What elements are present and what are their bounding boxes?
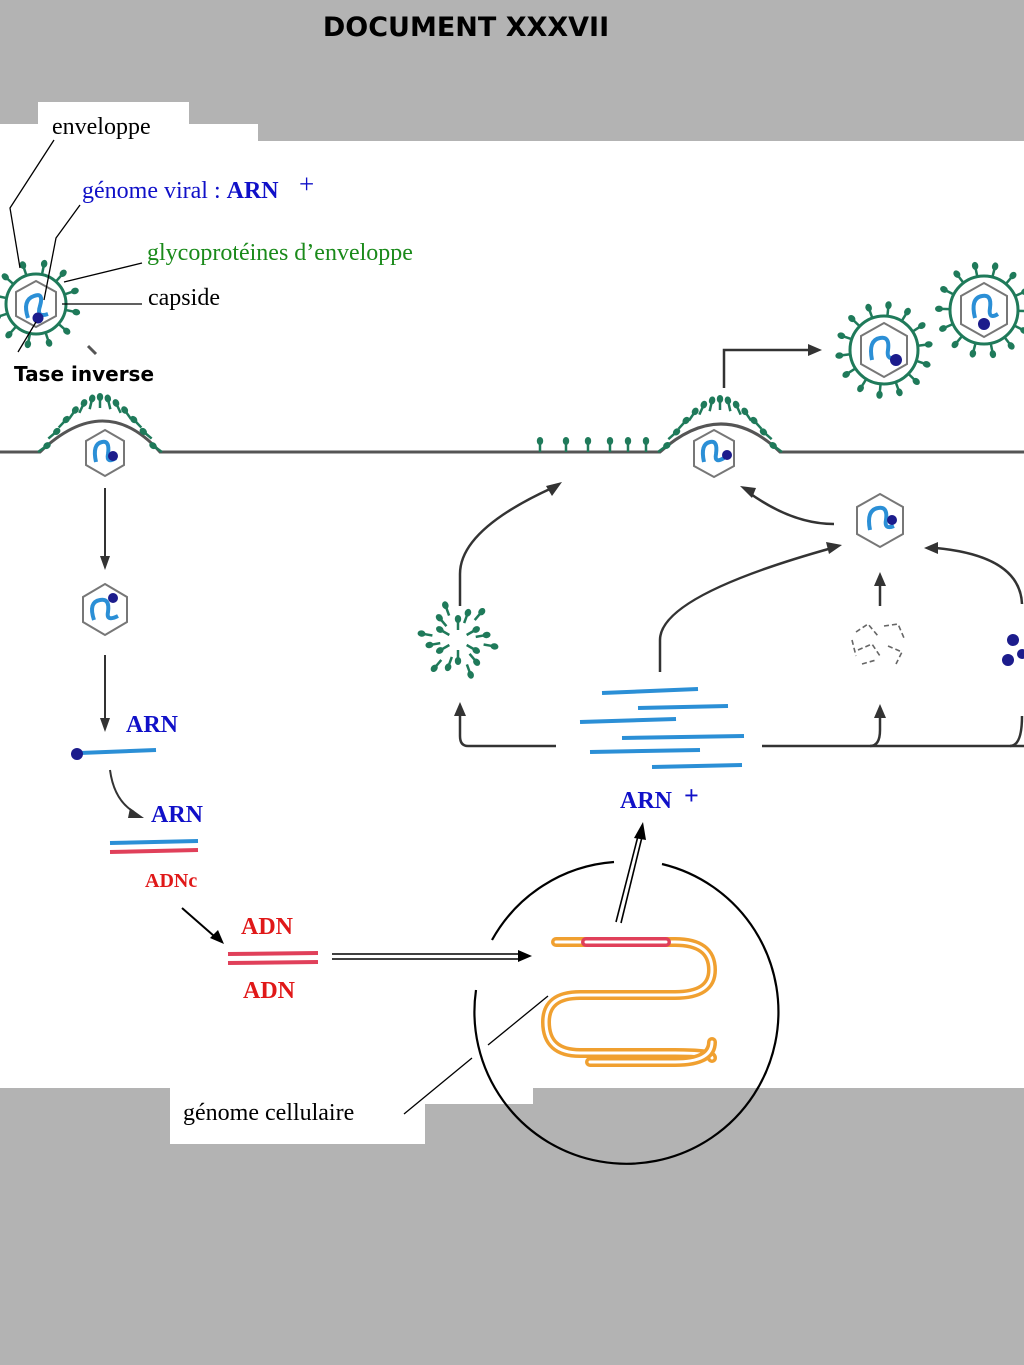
budding-virion (693, 428, 735, 479)
hybrid-cdna-strand (109, 848, 199, 854)
tase-inverse-label: Tase inverse (14, 362, 154, 386)
arn-label-2: ARN (151, 802, 204, 828)
assembled-core (856, 492, 904, 549)
adn-label-bottom: ADN (243, 978, 296, 1004)
genome-cellulaire-label-box (170, 1086, 425, 1144)
adn-label-top: ADN (241, 914, 294, 940)
cell-membrane (0, 419, 1024, 454)
capsid-protein-fragments (851, 622, 905, 665)
released-virion-1 (848, 314, 920, 386)
adnc-label: ADNc (145, 870, 197, 892)
decapsidated-core (82, 582, 128, 637)
page-title: DOCUMENT XXXVII (323, 12, 609, 43)
arn-label-1: ARN (126, 712, 179, 738)
dsdna-strand-1 (227, 951, 319, 956)
viral-rna-strand (79, 748, 157, 755)
reverse-transcriptase-dot (71, 748, 83, 760)
genome-viral-plus: + (299, 169, 314, 199)
arn-plus-label: ARN (620, 788, 673, 814)
diagram-panel (0, 141, 1024, 1088)
transcription-arrow (615, 835, 639, 923)
nucleus-outline (491, 860, 615, 941)
capside-label: capside (148, 285, 220, 311)
dsdna-strand-2 (227, 960, 319, 965)
glycoproteines-label: glycoprotéines d’enveloppe (147, 240, 413, 266)
release-arrow (722, 348, 810, 388)
genome-cellulaire-label: génome cellulaire (183, 1100, 354, 1126)
enveloppe-label-box (38, 102, 189, 126)
arn-plus-sign: + (684, 781, 699, 810)
reverse-transcriptase-enzymes (1002, 634, 1024, 666)
rna-transcripts (579, 687, 745, 769)
cellular-genome (540, 937, 718, 1067)
enveloppe-label: enveloppe (52, 114, 151, 140)
fusing-virion-left (85, 428, 125, 478)
genome-viral-label: génome viral : ARN (82, 178, 279, 204)
released-virion-2 (948, 274, 1020, 346)
hybrid-rna-strand (109, 839, 199, 845)
